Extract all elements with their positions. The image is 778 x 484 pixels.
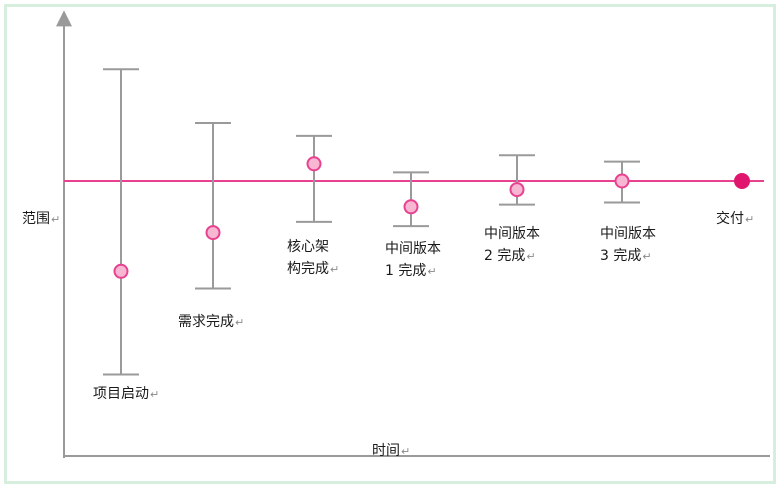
estimate-point-interim-version-3-done bbox=[614, 173, 630, 189]
x-axis-label: 时间↵ bbox=[372, 443, 411, 459]
estimate-point-project-start bbox=[113, 263, 129, 279]
y-axis-label: 范围↵ bbox=[22, 211, 61, 227]
chart-frame bbox=[4, 4, 776, 484]
point-label-delivery: 交付↵ bbox=[716, 211, 755, 227]
point-label-requirements-done: 需求完成↵ bbox=[178, 314, 245, 330]
point-label-project-start: 项目启动↵ bbox=[93, 386, 160, 402]
estimate-point-interim-version-2-done bbox=[509, 182, 525, 198]
estimate-point-requirements-done bbox=[205, 225, 221, 241]
estimate-point-core-architecture-done bbox=[306, 156, 322, 172]
estimate-point-delivery bbox=[734, 173, 750, 189]
point-label-core-architecture-done: 核心架构完成↵ bbox=[287, 239, 340, 277]
estimate-point-interim-version-1-done bbox=[403, 199, 419, 215]
